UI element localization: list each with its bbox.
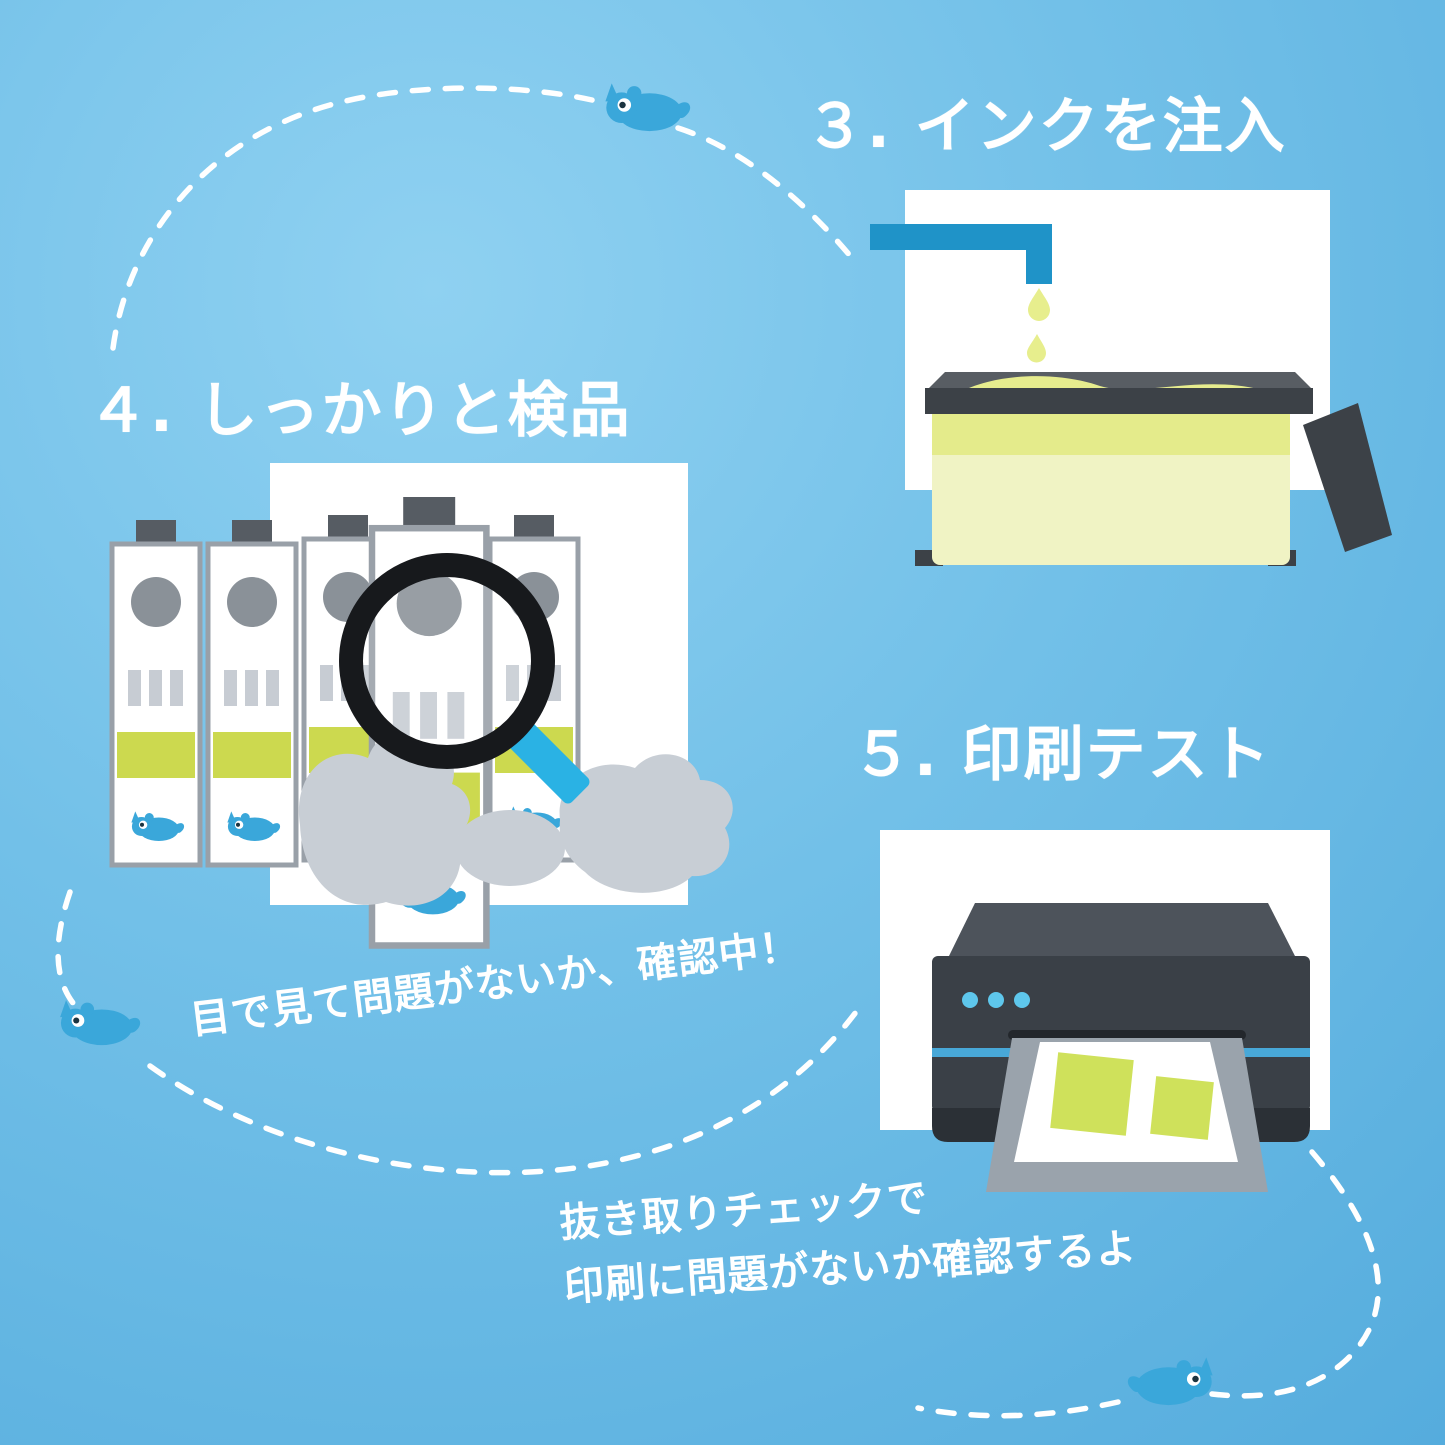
funnel-icon xyxy=(1303,403,1392,552)
ink-pipe-icon xyxy=(870,224,1052,284)
dotted-path-bottom xyxy=(915,1149,1382,1419)
rhino-mascot-icon xyxy=(60,1000,141,1046)
printed-swatch xyxy=(1050,1052,1134,1136)
hand-left xyxy=(298,733,471,906)
step5-title: ５. 印刷テスト xyxy=(852,720,1272,790)
printer-indicator-light xyxy=(962,992,978,1008)
printed-swatch xyxy=(1150,1076,1214,1140)
ink-cartridge xyxy=(112,520,200,865)
rhino-mascot-icon xyxy=(1127,1357,1213,1406)
dotted-path-top xyxy=(110,85,855,351)
step4-illustration xyxy=(112,463,733,946)
step3-title: ３. インクを注入 xyxy=(805,92,1287,162)
printer-indicator-light xyxy=(1014,992,1030,1008)
hand-thumb xyxy=(559,777,633,847)
magnifier-icon xyxy=(339,553,590,804)
printer-indicator-light xyxy=(988,992,1004,1008)
rhino-mascot-icon xyxy=(605,83,691,132)
hand-fingers xyxy=(455,810,565,886)
step4-title: ４. しっかりと検品 xyxy=(88,376,632,446)
step5-illustration xyxy=(880,830,1330,1192)
ink-cartridge xyxy=(208,520,296,865)
ink-drop-icon xyxy=(1027,288,1050,363)
printer-output-slot xyxy=(1008,1030,1246,1040)
dotted-path-middle xyxy=(55,889,859,1176)
printer-icon xyxy=(932,903,1310,1192)
ink-tray-icon xyxy=(915,372,1392,566)
step3-illustration xyxy=(870,190,1392,566)
